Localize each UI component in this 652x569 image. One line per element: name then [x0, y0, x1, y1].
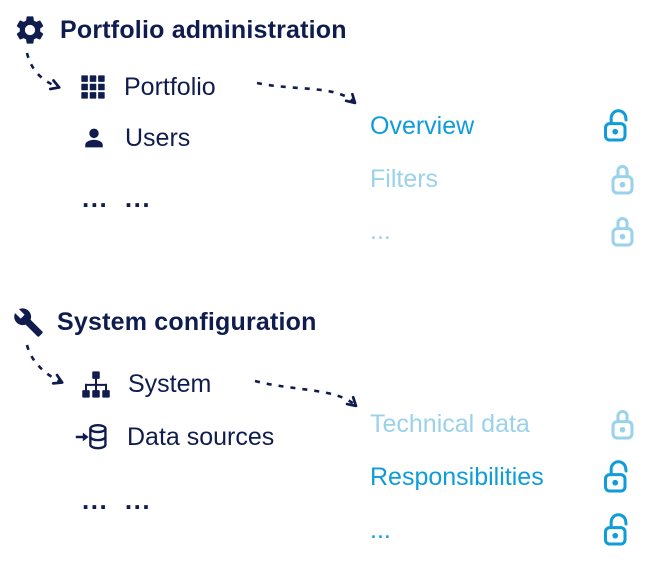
nav-item-users: Users [80, 121, 190, 155]
section-header-system-configuration: System configuration [13, 304, 317, 340]
nav-item-system: System [81, 367, 211, 401]
user-icon [80, 124, 108, 152]
dashed-arrow-portfolio-to-pages [256, 81, 357, 105]
nav-item-more: ... ... [82, 181, 151, 215]
page-item-more: ... [370, 210, 636, 252]
nav-item-label: Portfolio [124, 72, 216, 101]
page-label: ... [370, 216, 391, 245]
nav-item-label: Users [125, 123, 191, 152]
lock-icon [609, 213, 636, 249]
page-item-overview: Overview [370, 105, 636, 147]
wrench-icon [13, 307, 44, 338]
unlock-icon [603, 459, 636, 495]
section-title: System configuration [57, 307, 317, 336]
page-item-filters: Filters [370, 158, 636, 200]
page-item-responsibilities: Responsibilities [370, 456, 636, 498]
gear-icon [13, 13, 47, 47]
page-item-more: ... [370, 509, 636, 551]
page-label: Filters [370, 164, 439, 193]
nav-item-data-sources: Data sources [75, 420, 274, 454]
page-label: Overview [370, 111, 475, 140]
lock-icon [609, 161, 636, 197]
page-label: ... [370, 515, 391, 544]
nav-item-label: System [128, 369, 212, 398]
lock-icon [609, 406, 636, 442]
page-item-technical-data: Technical data [370, 403, 636, 445]
dashed-arrow-system-to-pages [254, 379, 358, 408]
nav-item-portfolio: Portfolio [79, 70, 216, 104]
unlock-icon [603, 512, 636, 548]
sitemap-icon [81, 370, 111, 398]
section-title: Portfolio administration [60, 15, 347, 44]
nav-item-more: ... ... [82, 483, 151, 517]
database-import-icon [75, 423, 110, 451]
grid-icon [79, 73, 107, 101]
nav-item-label: Data sources [127, 422, 275, 451]
dashed-arrow-gear-to-portfolio [25, 52, 61, 91]
page-label: Technical data [370, 409, 530, 438]
page-label: Responsibilities [370, 462, 544, 491]
section-header-portfolio-administration: Portfolio administration [13, 12, 347, 48]
dashed-arrow-wrench-to-system [25, 344, 64, 385]
more-items-ellipsis: ... ... [82, 484, 152, 515]
more-items-ellipsis: ... ... [82, 182, 152, 213]
unlock-icon [603, 108, 636, 144]
